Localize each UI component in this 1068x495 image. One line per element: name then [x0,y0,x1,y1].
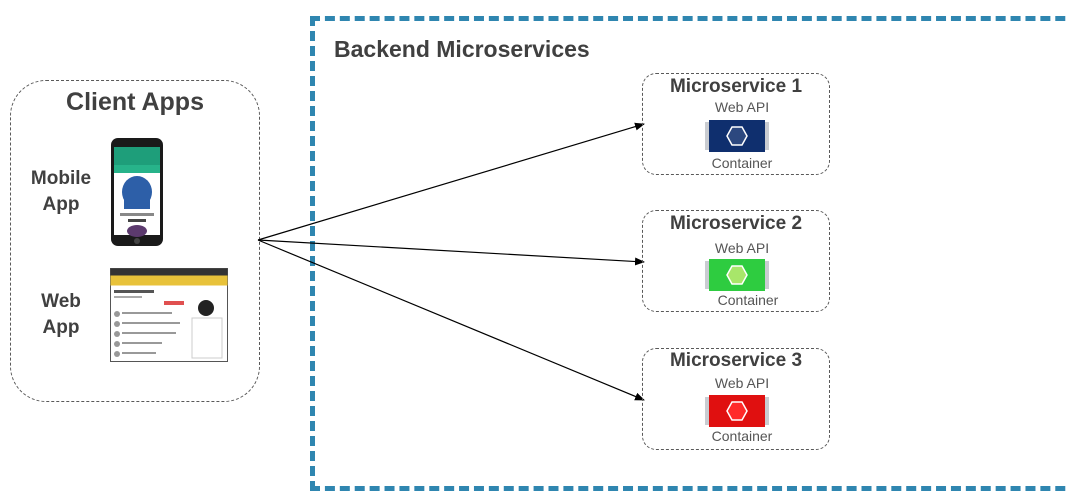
mobile-phone-image [111,138,163,246]
container-icon [705,395,769,427]
web-app-label-line1: Web [41,291,81,312]
microservice-3-api: Web API [714,375,770,391]
backend-frame [310,16,1068,491]
microservice-1-container-label: Container [711,155,773,171]
microservice-1-box [642,73,830,175]
microservice-3-title: Microservice 3 [669,350,803,371]
hexagon-icon [726,126,748,146]
arrow-to-microservice-3 [257,239,645,401]
microservice-2-api: Web API [714,240,770,256]
hexagon-icon [726,265,748,285]
container-icon [705,259,769,291]
microservice-3-container-label: Container [711,428,773,444]
backend-title: Backend Microservices [334,36,590,62]
microservice-1-title: Microservice 1 [669,76,803,97]
client-apps-title: Client Apps [66,88,204,116]
arrow-to-microservice-1 [257,122,645,241]
mobile-app-label: Mobile App [16,166,106,218]
microservice-3-box [642,348,830,450]
microservice-2-container-label: Container [717,292,779,308]
hexagon-icon [726,401,748,421]
web-app-label: Web App [16,289,106,341]
arrow-to-microservice-2 [257,239,645,266]
web-browser-image [110,268,228,362]
microservice-1-api: Web API [714,99,770,115]
mobile-app-label-line1: Mobile [30,168,92,189]
container-icon [705,120,769,152]
microservice-2-box [642,210,830,312]
mobile-app-label-line2: App [42,194,80,215]
web-app-label-line2: App [42,317,80,338]
microservice-2-title: Microservice 2 [669,213,803,234]
